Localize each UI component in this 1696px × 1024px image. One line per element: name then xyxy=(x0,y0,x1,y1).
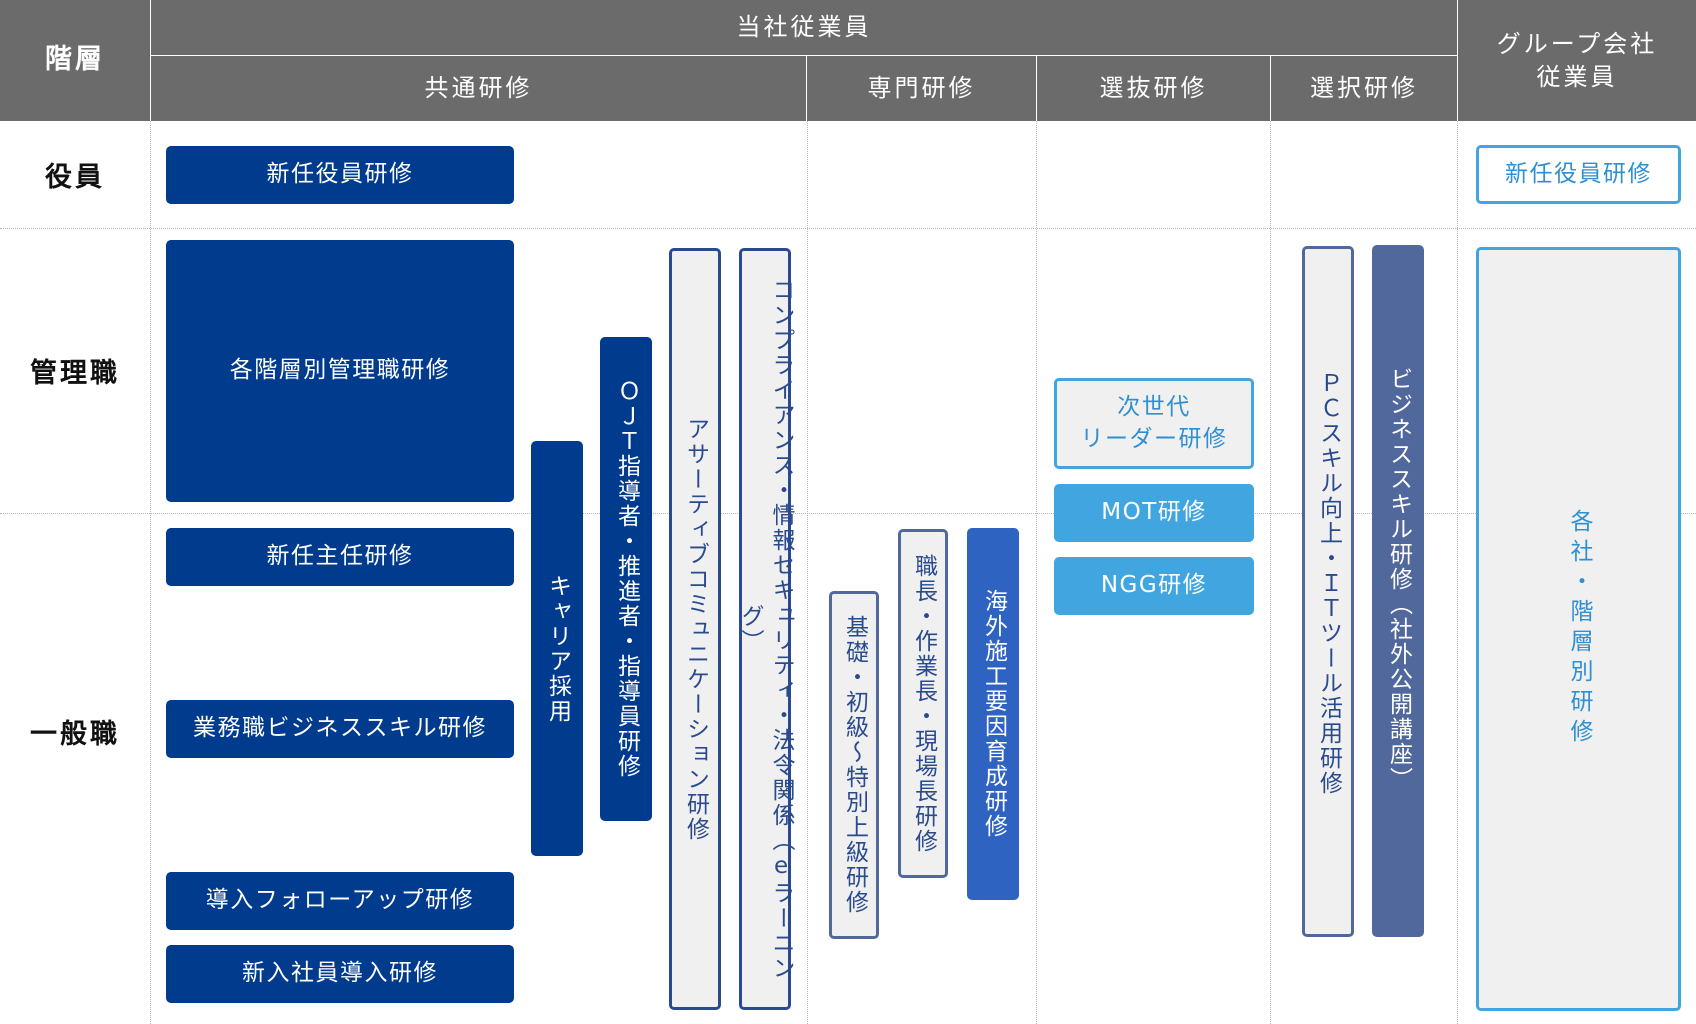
program-compliance: コンプライアンス・情報セキュリティ・法令関係（eラーニング） xyxy=(737,248,794,1010)
elective-training-label: 選択研修 xyxy=(1310,74,1418,103)
row-label-general-text: 一般職 xyxy=(30,719,120,750)
program-business-skill-clerical: 業務職ビジネススキル研修 xyxy=(166,700,514,758)
col-divider-specialized xyxy=(1036,121,1037,1024)
program-new-employee-induction-label: 新入社員導入研修 xyxy=(242,960,438,987)
row-label-manager: 管理職 xyxy=(0,228,150,513)
program-pc-skill-label: ＰＣスキル向上・ＩＴツール活用研修 xyxy=(1315,371,1342,796)
program-new-chief-label: 新任主任研修 xyxy=(266,543,414,570)
company-employees-header: 当社従業員 xyxy=(151,0,1457,55)
specialized-training-header: 専門研修 xyxy=(807,56,1036,121)
program-new-chief: 新任主任研修 xyxy=(166,528,514,586)
program-ngg: NGG研修 xyxy=(1054,557,1254,615)
col-divider-selective xyxy=(1270,121,1271,1024)
program-assertive-label: アサーティブコミュニケーション研修 xyxy=(682,416,709,842)
program-next-leader: 次世代 リーダー研修 xyxy=(1054,378,1254,469)
program-compliance-label: コンプライアンス・情報セキュリティ・法令関係（eラーニング） xyxy=(737,277,795,981)
program-business-skill-public-label: ビジネススキル研修（社外公開講座） xyxy=(1385,367,1412,792)
col-divider-common xyxy=(807,121,808,1024)
common-training-label: 共通研修 xyxy=(424,74,533,103)
program-basic-grade-label: 基礎・初級～特別上級研修 xyxy=(841,615,868,915)
program-ojt: ＯＪＴ指導者・推進者・指導員研修 xyxy=(600,337,652,821)
group-employees-label-1: グループ会社 xyxy=(1496,30,1658,59)
col-divider-elective xyxy=(1457,121,1458,1024)
program-layered-manager-label: 各階層別管理職研修 xyxy=(229,357,451,384)
program-mot-label: MOT研修 xyxy=(1101,499,1207,526)
layer-header-label: 階層 xyxy=(45,44,105,76)
program-overseas: 海外施工要因育成研修 xyxy=(967,528,1019,900)
program-assertive: アサーティブコミュニケーション研修 xyxy=(669,248,721,1010)
program-group-layered-label: 各社・階層別研修 xyxy=(1566,509,1593,749)
program-induction-followup: 導入フォローアップ研修 xyxy=(166,872,514,930)
program-business-skill-clerical-label: 業務職ビジネススキル研修 xyxy=(193,715,487,742)
row-label-general: 一般職 xyxy=(0,513,150,950)
group-employees-header: グループ会社 従業員 xyxy=(1458,0,1696,121)
program-career-hire: キャリア採用 xyxy=(531,441,583,856)
program-ngg-label: NGG研修 xyxy=(1100,572,1208,599)
elective-training-header: 選択研修 xyxy=(1271,56,1457,121)
specialized-training-label: 専門研修 xyxy=(867,74,976,103)
row-label-manager-text: 管理職 xyxy=(30,358,120,389)
program-next-leader-label-1: 次世代 xyxy=(1117,394,1191,421)
program-career-hire-label: キャリア採用 xyxy=(544,573,571,724)
program-business-skill-public: ビジネススキル研修（社外公開講座） xyxy=(1372,245,1424,937)
program-overseas-label: 海外施工要因育成研修 xyxy=(980,589,1007,839)
program-group-new-executive-label: 新任役員研修 xyxy=(1505,160,1652,187)
program-foreman-label: 職長・作業長・現場長研修 xyxy=(910,553,937,854)
program-group-new-executive: 新任役員研修 xyxy=(1476,145,1681,204)
program-new-executive-label: 新任役員研修 xyxy=(266,161,414,188)
program-ojt-label: ＯＪＴ指導者・推進者・指導員研修 xyxy=(613,379,640,779)
program-foreman: 職長・作業長・現場長研修 xyxy=(898,529,948,878)
program-group-layered: 各社・階層別研修 xyxy=(1476,247,1681,1011)
group-employees-label-2: 従業員 xyxy=(1536,62,1618,91)
program-new-employee-induction: 新入社員導入研修 xyxy=(166,945,514,1003)
selective-training-header: 選抜研修 xyxy=(1037,56,1270,121)
program-basic-grade: 基礎・初級～特別上級研修 xyxy=(829,591,879,939)
row-divider-manager xyxy=(0,513,1696,514)
row-label-executive: 役員 xyxy=(0,121,150,228)
row-label-executive-text: 役員 xyxy=(45,162,105,193)
layer-header: 階層 xyxy=(0,0,150,121)
program-next-leader-label-2: リーダー研修 xyxy=(1080,425,1228,452)
col-divider-layer xyxy=(150,121,151,1024)
program-layered-manager: 各階層別管理職研修 xyxy=(166,240,514,502)
row-divider-executive xyxy=(0,228,1696,229)
common-training-header: 共通研修 xyxy=(151,56,806,121)
selective-training-label: 選抜研修 xyxy=(1099,74,1208,103)
company-employees-label: 当社従業員 xyxy=(736,13,872,42)
program-new-executive: 新任役員研修 xyxy=(166,146,514,204)
program-mot: MOT研修 xyxy=(1054,484,1254,542)
program-induction-followup-label: 導入フォローアップ研修 xyxy=(205,887,475,914)
program-pc-skill: ＰＣスキル向上・ＩＴツール活用研修 xyxy=(1302,246,1354,937)
